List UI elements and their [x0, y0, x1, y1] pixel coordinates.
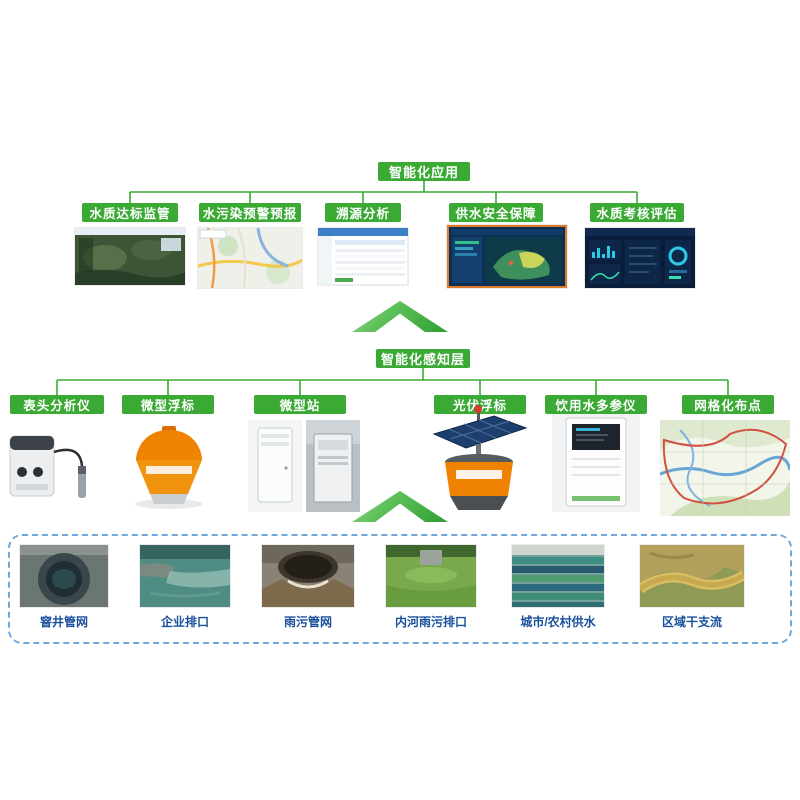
app-item-label-traceability: 溯源分析 — [325, 203, 401, 222]
app-item-label-compliance: 水质达标监管 — [82, 203, 178, 222]
source-label-urban-rural: 城市/农村供水 — [520, 614, 596, 629]
source-label-enterprise: 企业排口 — [160, 614, 209, 629]
source-label-rain-sewage: 雨污管网 — [283, 614, 332, 629]
micro-buoy-photo — [124, 424, 214, 512]
regional-streams-photo — [640, 545, 744, 607]
satellite-map-screenshot — [75, 228, 185, 285]
perception-layer-title: 智能化感知层 — [376, 349, 470, 368]
inland-river-outlet-photo — [386, 545, 476, 607]
perception-item-label-micro-station: 微型站 — [254, 395, 346, 414]
solar-buoy-photo — [420, 402, 542, 520]
source-layer-container — [8, 534, 792, 644]
data-table-screenshot — [318, 228, 408, 285]
app-item-label-assessment: 水质考核评估 — [590, 203, 684, 222]
city-map-screenshot — [198, 228, 302, 288]
source-label-inland-river: 内河雨污排口 — [394, 614, 467, 629]
perception-item-label-grid: 网格化布点 — [682, 395, 774, 414]
analyzer-device-photo — [8, 422, 108, 512]
multiparameter-instrument-photo — [552, 414, 640, 512]
app-layer-title: 智能化应用 — [378, 162, 470, 181]
manhole-network-photo — [20, 545, 108, 607]
grid-map-image — [660, 420, 790, 516]
app-item-label-warning: 水污染预警预报 — [199, 203, 301, 222]
source-label-manhole: 窨井管网 — [39, 614, 88, 629]
perception-item-label-micro-buoy: 微型浮标 — [122, 395, 214, 414]
micro-station-photo — [248, 420, 360, 512]
perception-item-label-analyzer: 表头分析仪 — [10, 395, 104, 414]
perception-item-label-multiparameter: 饮用水多参仪 — [545, 395, 647, 414]
water-supply-dashboard-screenshot — [447, 225, 567, 288]
app-item-label-supply-safety: 供水安全保障 — [449, 203, 543, 222]
rain-sewage-pipe-photo — [262, 545, 354, 607]
urban-rural-supply-photo — [512, 545, 604, 607]
enterprise-outlet-photo — [140, 545, 230, 607]
source-label-regional-streams: 区域干支流 — [661, 614, 722, 629]
up-arrow-icon — [352, 300, 448, 332]
assessment-dashboard-screenshot — [585, 228, 695, 288]
